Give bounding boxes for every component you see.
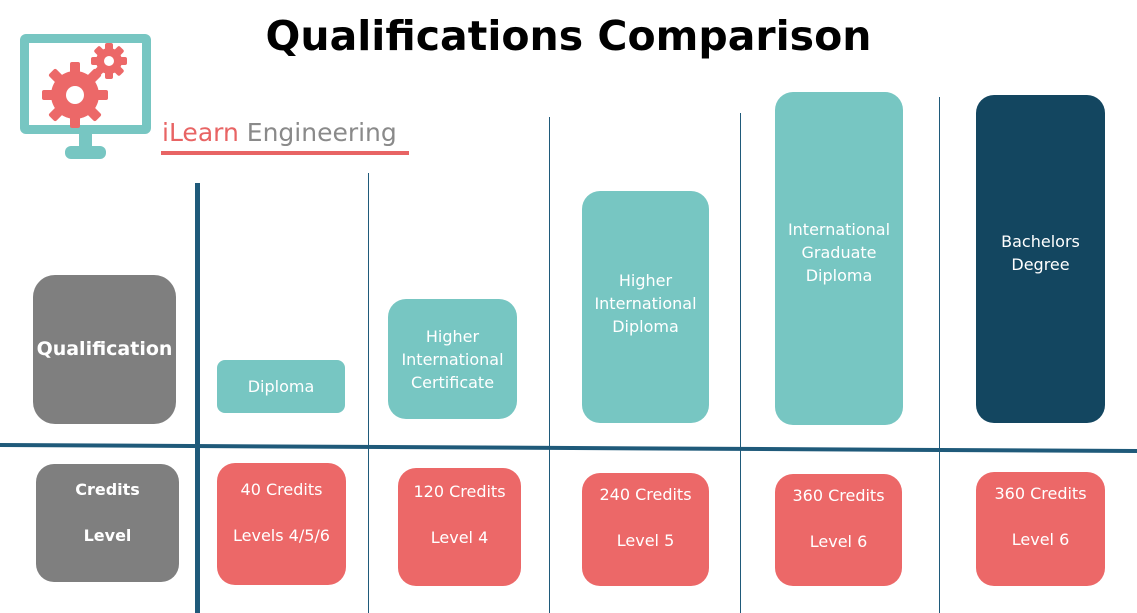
brand-underline xyxy=(161,151,409,155)
qualification-box-igd: International Graduate Diploma xyxy=(775,92,903,425)
level-value: Level 6 xyxy=(1011,530,1070,549)
column-divider xyxy=(939,97,940,613)
credits-box-bachelors: 360 Credits Level 6 xyxy=(976,472,1105,586)
qualification-name: Bachelors Degree xyxy=(1001,232,1080,274)
qualification-name: International Graduate Diploma xyxy=(787,220,891,285)
credits-value: 40 Credits xyxy=(240,480,323,499)
qualification-name: Higher International Certificate xyxy=(401,326,504,392)
credits-header-label: Credits xyxy=(75,480,140,499)
column-divider xyxy=(740,113,741,613)
main-vertical-divider xyxy=(195,183,200,613)
credits-value: 360 Credits xyxy=(994,484,1087,503)
qualification-box-diploma: Diploma xyxy=(217,360,345,413)
qualification-box-hic: Higher International Certificate xyxy=(388,299,517,419)
credits-box-igd: 360 Credits Level 6 xyxy=(775,474,902,586)
credits-box-hid: 240 Credits Level 5 xyxy=(582,473,709,586)
column-divider xyxy=(368,173,369,613)
credits-box-hic: 120 Credits Level 4 xyxy=(398,468,521,586)
page-title: Qualifications Comparison xyxy=(265,12,872,60)
brand-name-accent: iLearn xyxy=(162,118,239,147)
brand-name-rest: Engineering xyxy=(238,118,397,147)
qualification-box-bachelors: Bachelors Degree xyxy=(976,95,1105,423)
qualification-header: Qualification xyxy=(33,275,176,424)
level-value: Level 5 xyxy=(616,531,675,550)
credits-value: 240 Credits xyxy=(599,485,692,504)
column-divider xyxy=(549,117,550,613)
credits-value: 360 Credits xyxy=(792,486,885,505)
level-value: Level 6 xyxy=(809,532,868,551)
level-value: Level 4 xyxy=(430,528,489,547)
credits-value: 120 Credits xyxy=(413,482,506,501)
level-value: Levels 4/5/6 xyxy=(233,526,330,545)
qualification-header-label: Qualification xyxy=(36,338,173,360)
qualification-name: Diploma xyxy=(247,377,315,396)
qualification-name: Higher International Diploma xyxy=(594,270,697,336)
credits-level-header: Credits Level xyxy=(36,464,179,582)
monitor-gears-icon xyxy=(20,34,151,159)
brand-logo-text: iLearn Engineering xyxy=(162,118,397,147)
qualification-box-hid: Higher International Diploma xyxy=(582,191,709,423)
horizontal-divider xyxy=(0,443,1137,453)
credits-box-diploma: 40 Credits Levels 4/5/6 xyxy=(217,463,346,585)
level-header-label: Level xyxy=(83,526,132,545)
